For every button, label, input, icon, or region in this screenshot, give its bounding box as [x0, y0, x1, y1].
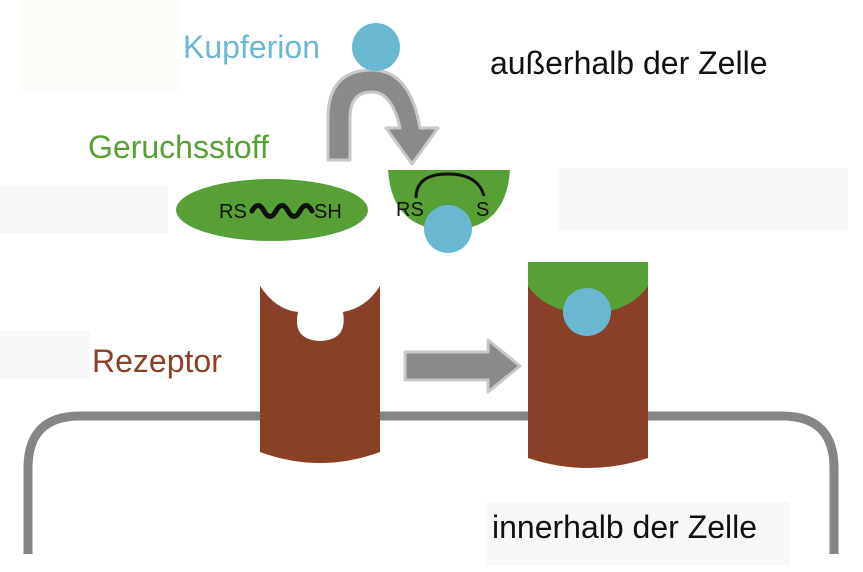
odorant-free-left-group: RS	[219, 201, 247, 223]
activation-arrow	[403, 338, 522, 394]
odorant-label: Geruchsstoff	[88, 129, 269, 165]
background-panels	[0, 0, 848, 565]
cell-membrane	[23, 411, 839, 554]
receptor-occupied	[528, 262, 648, 468]
copper-ion-bound	[424, 205, 472, 253]
curved-arrow-shape	[326, 68, 440, 166]
odorant-in-receptor	[528, 262, 648, 314]
odorant-bound-right-group: S	[476, 199, 489, 221]
receptor-occupied-body	[528, 262, 648, 468]
odorant-bound-left-group: RS	[396, 199, 424, 221]
bond-arc	[414, 172, 486, 199]
receptor-empty	[260, 286, 380, 463]
outside-cell-label: außerhalb der Zelle	[490, 45, 767, 81]
background-panel	[0, 331, 90, 379]
background-panel	[0, 186, 168, 233]
odorant-free-body	[176, 179, 368, 241]
odorant-bound: RS S	[388, 170, 510, 253]
receptor-label: Rezeptor	[92, 343, 222, 379]
copper-ion-label: Kupferion	[183, 29, 320, 65]
copper-ion-in-receptor	[563, 288, 611, 336]
thiol-chain-squiggle	[249, 203, 315, 219]
inside-cell-label: innerhalb der Zelle	[492, 509, 757, 545]
background-panel	[487, 502, 789, 565]
odorant-free-right-group: SH	[314, 201, 342, 223]
background-panel	[558, 168, 848, 230]
background-panel	[20, 0, 180, 90]
odorant-free: RS SH	[176, 179, 368, 241]
binding-arrow	[326, 68, 440, 166]
copper-ion	[352, 23, 400, 71]
receptor-empty-body	[260, 286, 380, 463]
